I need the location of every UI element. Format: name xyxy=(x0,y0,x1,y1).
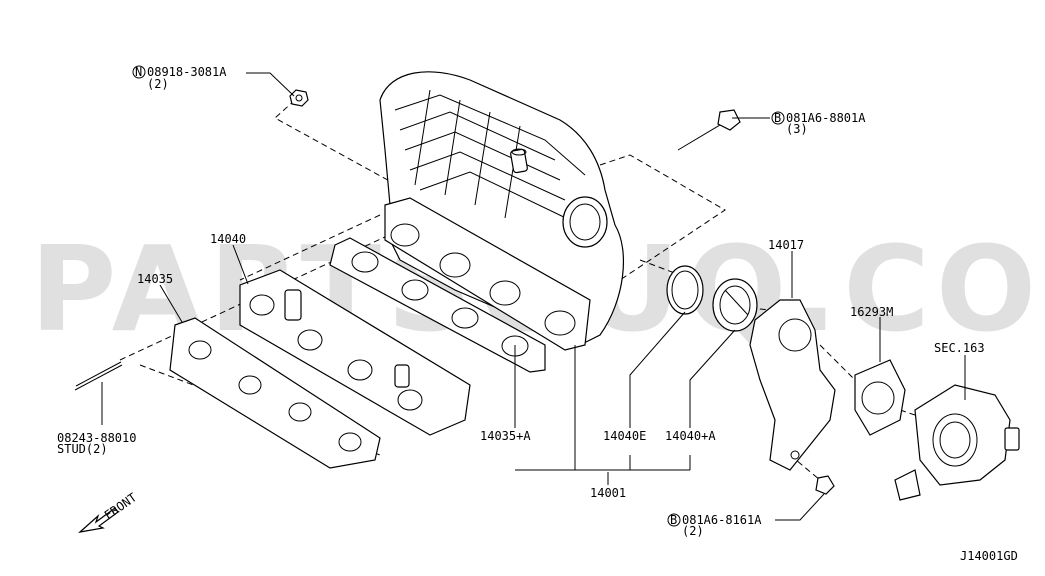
stud-part-number: 08243-88010 xyxy=(57,431,136,445)
label-16293m: 16293M xyxy=(850,305,893,319)
b-symbol-icon-bottom xyxy=(667,513,681,527)
bolt-top-part-number: 081A6-8801A xyxy=(786,111,866,125)
ring-gasket-14040e xyxy=(666,265,704,315)
label-14017: 14017 xyxy=(768,238,804,252)
label-14040e: 14040E xyxy=(603,429,646,443)
label-14035: 14035 xyxy=(137,272,173,286)
gasket-14035-a xyxy=(329,237,546,373)
throttle-body xyxy=(894,384,1020,501)
label-bolt-bottom: B 081A6-8161A (2) xyxy=(667,513,762,538)
stud-qty: STUD(2) xyxy=(57,442,108,456)
front-label: FRONT xyxy=(102,490,140,522)
nut-qty: (2) xyxy=(147,77,169,91)
gasket-16293m xyxy=(854,359,906,436)
label-14040-a: 14040+A xyxy=(665,429,716,443)
stud xyxy=(74,361,123,391)
intake-manifold xyxy=(379,71,624,351)
gasket-14035 xyxy=(169,317,381,469)
label-nut: N 08918-3081A (2) xyxy=(132,65,227,91)
lower-manifold-14040 xyxy=(239,269,471,436)
label-14035-a: 14035+A xyxy=(480,429,531,443)
front-arrow: FRONT xyxy=(78,490,140,533)
nut xyxy=(289,89,309,107)
label-sec-163: SEC.163 xyxy=(934,341,985,355)
bolt-top-qty: (3) xyxy=(786,122,808,136)
label-stud: 08243-88010 STUD(2) xyxy=(57,431,136,456)
n-symbol-icon xyxy=(132,65,146,79)
leader-lines xyxy=(101,72,966,521)
label-14001: 14001 xyxy=(590,486,626,500)
bolt-bottom-qty: (2) xyxy=(682,524,704,538)
b-symbol-icon xyxy=(771,111,785,125)
adapter-14040-a xyxy=(712,278,758,332)
nut-symbol: N xyxy=(135,65,142,79)
bolt-bottom xyxy=(815,475,835,495)
label-14040: 14040 xyxy=(210,232,246,246)
bolt-bottom-symbol: B xyxy=(670,513,677,527)
bolt-top-symbol: B xyxy=(774,111,781,125)
bracket-14017 xyxy=(749,299,836,471)
diagram-code: J14001GD xyxy=(960,549,1018,563)
bolt-bottom-part-number: 081A6-8161A xyxy=(682,513,762,527)
label-bolt-top: B 081A6-8801A (3) xyxy=(771,111,866,136)
nut-part-number: 08918-3081A xyxy=(147,65,227,79)
bolt-top xyxy=(677,109,741,151)
